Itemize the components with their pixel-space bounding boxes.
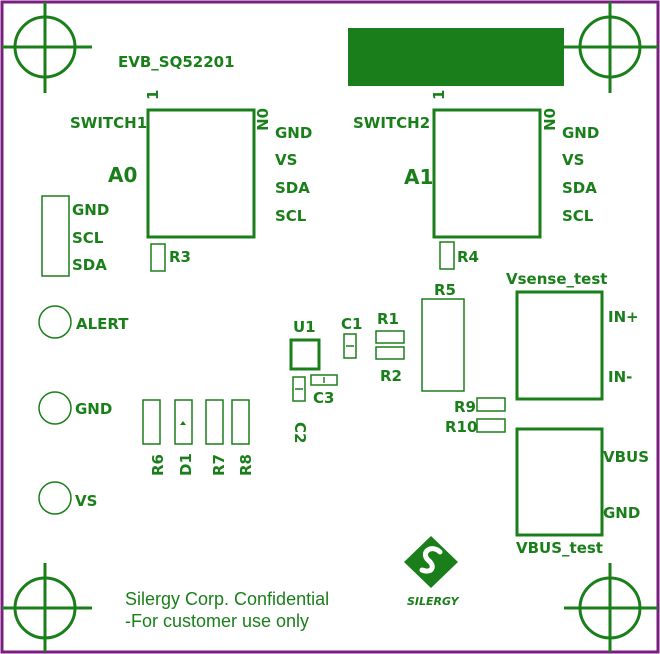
r4-label: R4 [457,248,479,266]
sw2-pin-sda: SDA [562,179,597,197]
sw2-pin-scl: SCL [562,207,594,225]
crosshair-icon [564,2,658,93]
sw2-pin-vs: VS [562,151,584,169]
switch1-label: SWITCH1 [70,114,147,132]
r3-label: R3 [169,248,191,266]
crosshair-icon [2,2,92,93]
r8-label: R8 [237,454,255,476]
r9-footprint [476,397,506,412]
board-title: EVB_SQ52201 [118,53,235,71]
u1-footprint [289,338,321,371]
crosshair-icon [2,563,92,652]
sw2-pin-gnd: GND [562,124,599,142]
connector-scl: SCL [72,229,104,247]
r10-footprint [476,418,506,433]
testpoint-alert [38,305,72,339]
c2-footprint [292,376,306,402]
c1-label: C1 [341,315,362,333]
switch2-body [432,108,542,239]
r7-label: R7 [210,454,228,476]
vbus-connector [515,427,604,537]
d1-marker [180,421,186,425]
switch1-pin0: 0N [253,108,271,131]
vbus-label: VBUS [603,448,649,466]
confidential-line1: Silergy Corp. Confidential [125,589,329,609]
testpoint-gnd [38,391,72,425]
r2-footprint [375,346,405,360]
vbus-title: VBUS_test [516,539,603,557]
testpoint-vs-label: VS [75,492,97,510]
c3-label: C3 [313,389,334,407]
sw1-pin-scl: SCL [275,207,307,225]
r2-label: R2 [380,367,402,385]
silergy-logo-icon [404,536,458,588]
vbus-gnd: GND [603,504,640,522]
crosshair-icon [564,563,658,652]
vsense-connector [515,290,604,401]
r1-footprint [375,330,405,344]
logo-text: SILERGY [407,595,460,608]
confidential-line2: -For customer use only [125,611,309,631]
u1-label: U1 [293,318,316,336]
sw1-pin-sda: SDA [275,179,310,197]
c3-footprint [310,374,338,386]
label-block [348,28,564,86]
r8-footprint [231,399,250,445]
r10-label: R10 [445,418,477,436]
connector-gnd: GND [72,201,109,219]
connector-sda: SDA [72,256,107,274]
testpoint-gnd-label: GND [75,400,112,418]
vsense-in-minus: IN- [608,368,632,386]
d1-footprint [174,399,193,445]
c2-label: C2 [291,422,309,443]
switch1-body [146,108,256,239]
switch1-address: A0 [108,163,137,187]
r5-footprint [421,298,465,392]
r6-label: R6 [149,454,167,476]
r9-label: R9 [454,398,476,416]
switch1-pin1: 1 [144,90,162,100]
switch2-pin0: 0N [540,108,558,131]
i2c-connector [41,195,70,277]
r5-label: R5 [434,281,456,299]
r7-footprint [205,399,224,445]
testpoint-alert-label: ALERT [76,315,129,333]
d1-label: D1 [177,453,195,476]
testpoint-vs [38,481,72,515]
switch2-pin1: 1 [430,90,448,100]
switch2-label: SWITCH2 [353,114,430,132]
sw1-pin-vs: VS [275,151,297,169]
switch2-address: A1 [404,165,433,189]
vsense-title: Vsense_test [506,270,607,288]
vsense-in-plus: IN+ [608,308,639,326]
r1-label: R1 [377,310,399,328]
r3-footprint [150,243,166,272]
c1-footprint [343,333,357,359]
r4-footprint [439,241,455,270]
sw1-pin-gnd: GND [275,124,312,142]
r6-footprint [142,399,161,445]
